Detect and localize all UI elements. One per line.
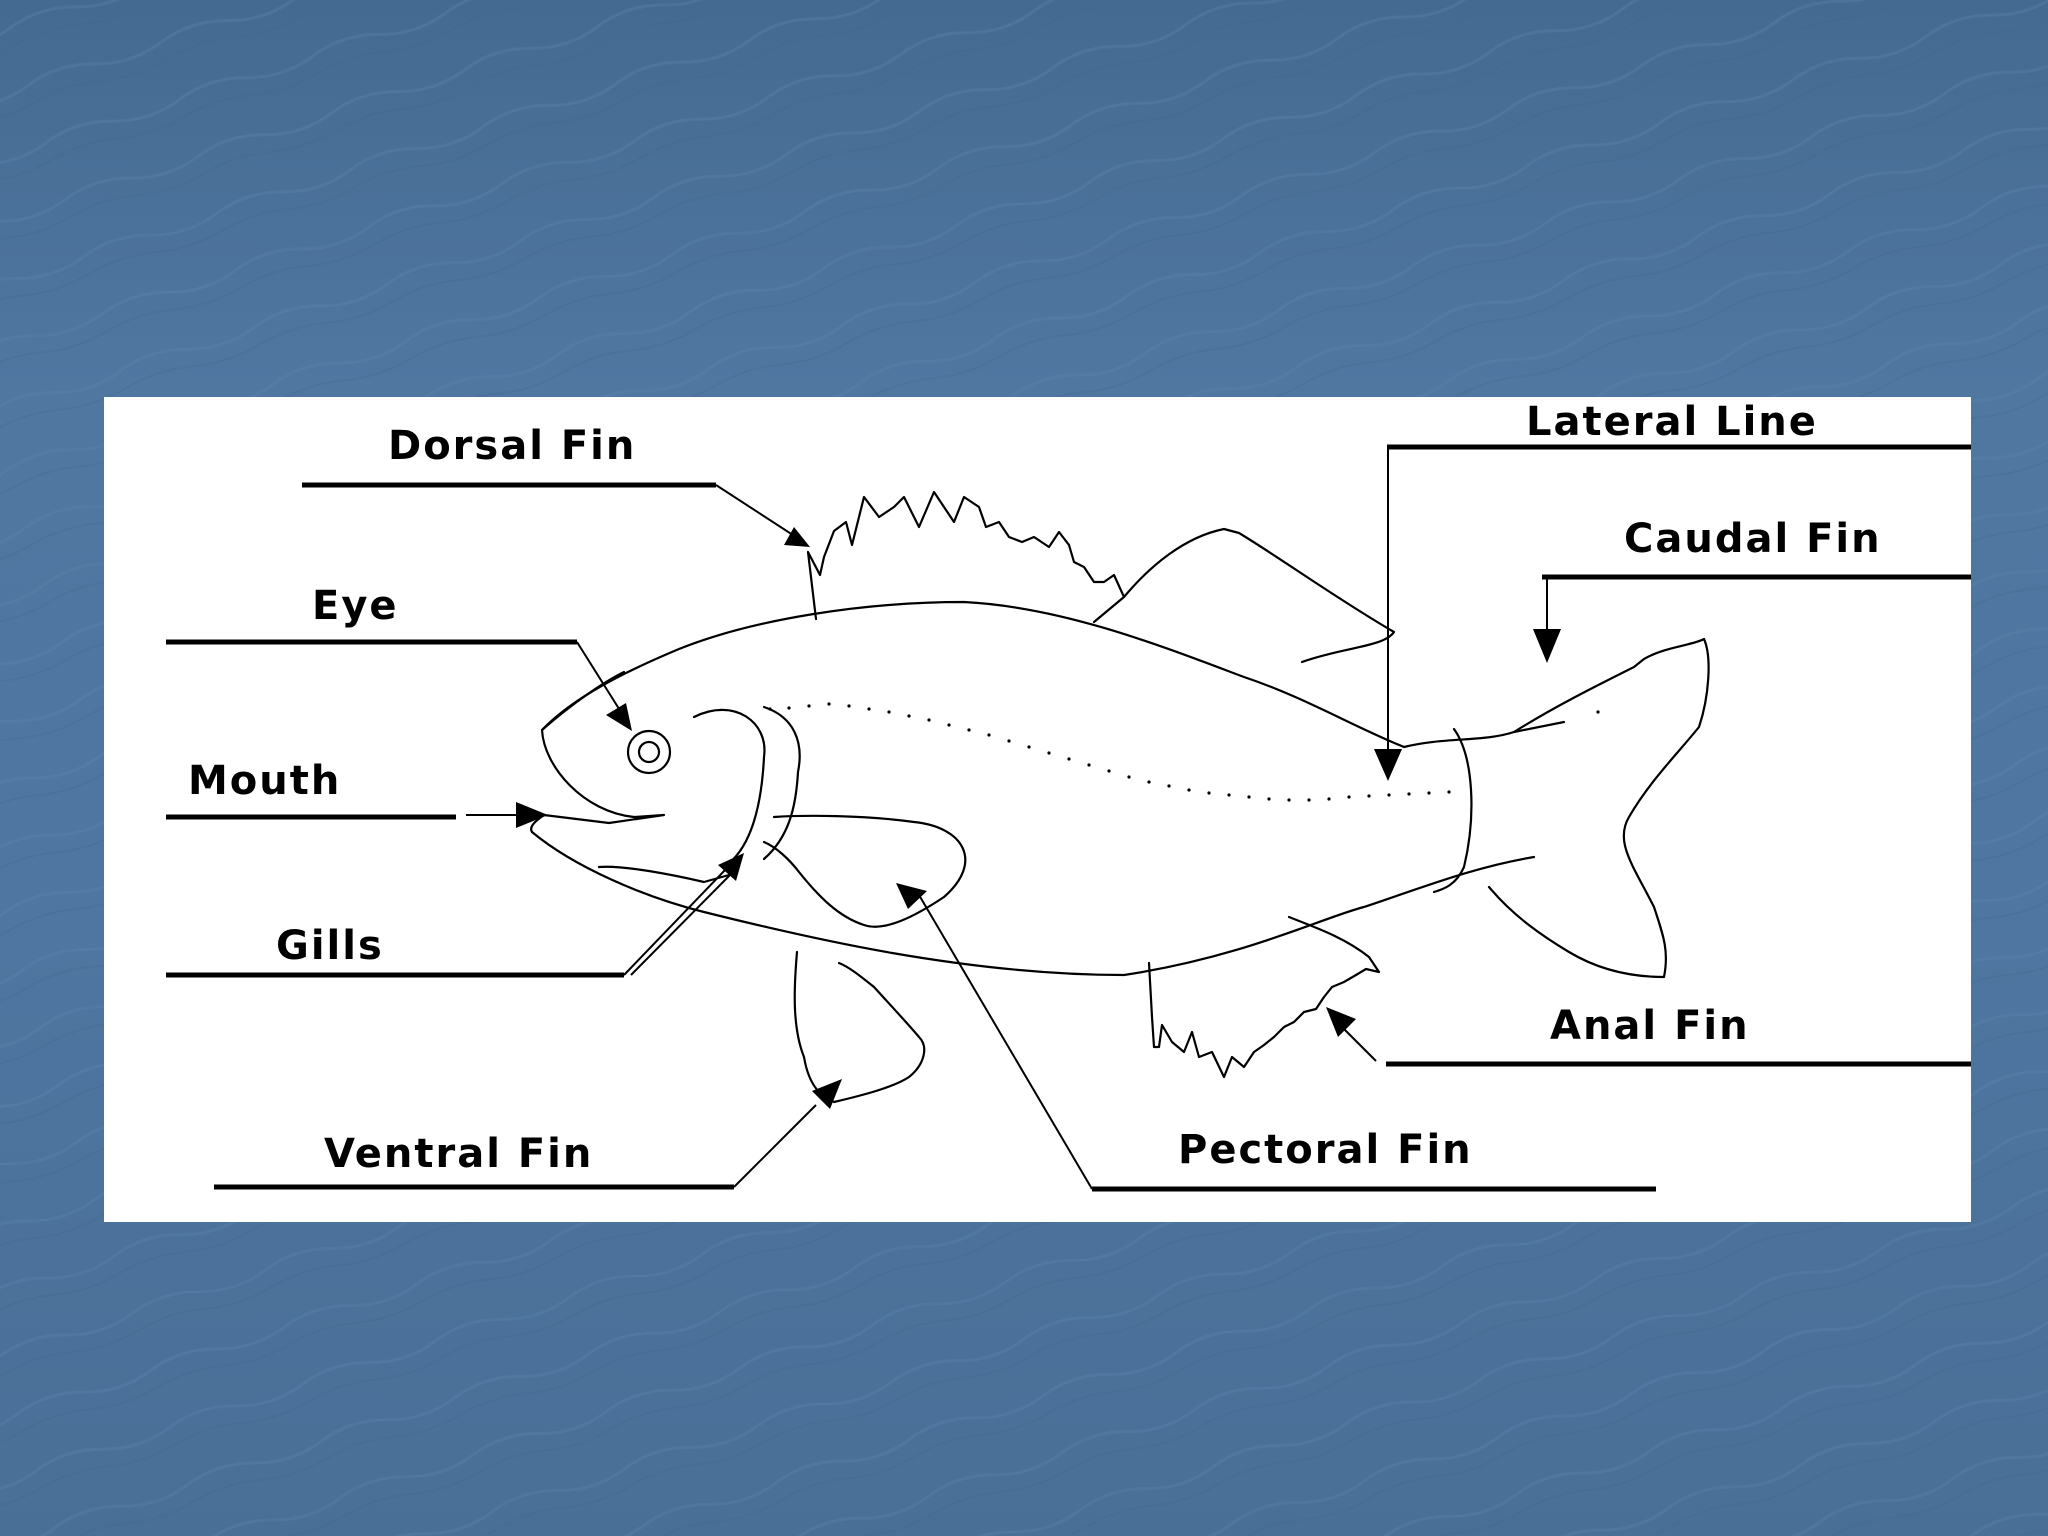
caudal-fin-shape [1487,637,1710,979]
pectoral-fin-shape [762,814,967,928]
fish-diagram: Dorsal Fin Eye Mouth Gills [166,399,1971,1192]
ventral-fin-arrowhead [812,1079,842,1109]
anal-fin-arrowhead [1326,1007,1356,1037]
eye-outer [626,729,672,775]
label-pectoral-fin: Pectoral Fin [896,883,1656,1192]
lateral-line-arrowhead [1374,749,1402,781]
label-dorsal-fin: Dorsal Fin [302,423,810,547]
pectoral-fin-arrowhead [896,883,927,909]
anal-fin-shape [1147,915,1381,1079]
label-mouth: Mouth [166,758,548,828]
ventral-fin-shape [793,950,926,1104]
fish-illustration [530,490,1710,1104]
eye-arrowhead [606,703,632,731]
eye-label: Eye [312,583,399,629]
caudal-fin-label: Caudal Fin [1624,516,1882,562]
label-eye: Eye [166,583,632,731]
lateral-line-dots [768,702,1600,802]
eye-inner [637,740,661,764]
mouth-label: Mouth [188,758,341,804]
gills-arrowhead [718,853,744,881]
gill-cover [692,708,766,869]
lateral-line-label: Lateral Line [1526,399,1818,445]
label-anal-fin: Anal Fin [1326,1003,1971,1067]
dorsal-fin-shape [806,490,1126,624]
label-ventral-fin: Ventral Fin [214,1079,842,1190]
caudal-fin-arrowhead [1533,629,1561,663]
anal-fin-label: Anal Fin [1550,1003,1750,1049]
label-lateral-line: Lateral Line [1374,399,1971,781]
fish-diagram-panel: Dorsal Fin Eye Mouth Gills [104,397,1971,1222]
mouth-arrowhead [516,802,548,828]
label-gills: Gills [166,853,744,978]
dorsal-fin-arrowhead [784,527,810,547]
mouth-upper-jaw [530,728,666,834]
gills-label: Gills [276,923,384,969]
fish-body-outline [540,600,1566,749]
dorsal-fin-label: Dorsal Fin [388,423,636,469]
label-caudal-fin: Caudal Fin [1533,516,1971,663]
ventral-fin-label: Ventral Fin [324,1131,593,1177]
pectoral-fin-label: Pectoral Fin [1178,1127,1473,1173]
